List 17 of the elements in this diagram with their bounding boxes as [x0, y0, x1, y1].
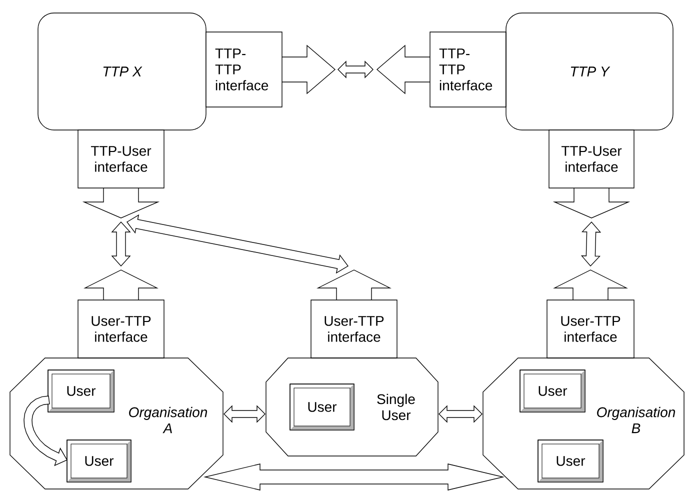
user-box: User	[290, 384, 354, 430]
interface-tab: User-TTP interface	[546, 270, 634, 358]
block-arrow	[203, 464, 505, 490]
user-box: User	[48, 370, 114, 412]
interface-tab: User-TTP interface	[78, 270, 164, 358]
interface-tab: TTP- TTP interface	[206, 32, 336, 108]
user-box: User	[66, 440, 132, 482]
block-arrow	[224, 405, 266, 423]
block-arrow	[111, 221, 131, 267]
interface-tab: TTP- TTP interface	[376, 32, 506, 108]
user-box: User	[520, 370, 586, 412]
block-arrow	[338, 60, 374, 78]
block-arrow	[438, 405, 482, 423]
user-box: User	[538, 440, 604, 482]
interface-tab: TTP-User interface	[548, 130, 634, 218]
interface-tab: TTP-User interface	[78, 130, 164, 218]
interface-tab: User-TTP interface	[310, 270, 398, 358]
